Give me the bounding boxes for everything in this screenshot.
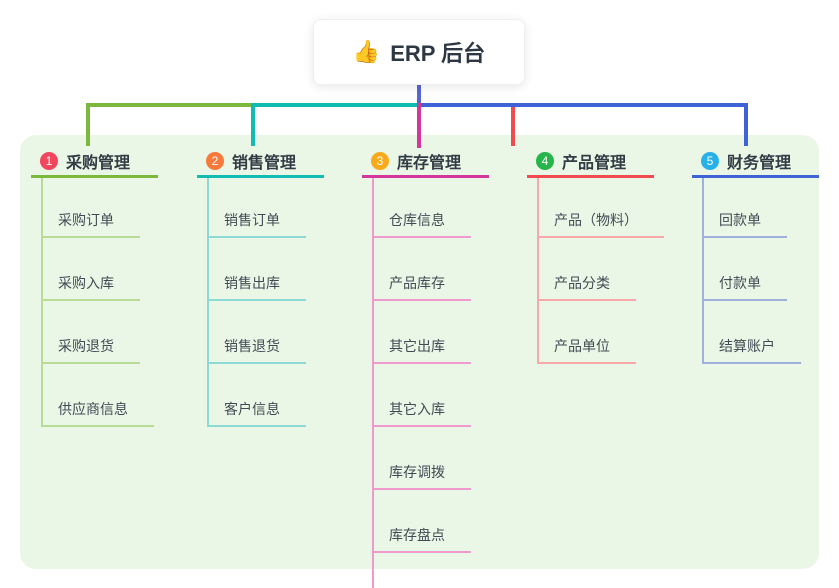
tree-item[interactable]: 出库库明细: [372, 553, 485, 588]
tree-item[interactable]: 其它出库: [372, 301, 471, 364]
tree-item[interactable]: 采购退货: [41, 301, 140, 364]
tree-item-label: 销售订单: [224, 212, 280, 228]
tree-item-label: 产品（物料）: [554, 212, 638, 228]
tree-item[interactable]: 回款单: [702, 178, 787, 238]
tree-item[interactable]: 采购订单: [41, 178, 140, 238]
tree-item[interactable]: 产品单位: [537, 301, 636, 364]
tree-item-label: 采购入库: [58, 275, 114, 291]
branch-title[interactable]: 2 销售管理: [197, 146, 324, 178]
tree-item[interactable]: 销售出库: [207, 238, 306, 301]
branch-title[interactable]: 4 产品管理: [527, 146, 654, 178]
tree-item-label: 供应商信息: [58, 401, 128, 417]
tree-item-label: 采购订单: [58, 212, 114, 228]
branch-items: 采购订单采购入库采购退货供应商信息: [31, 178, 181, 427]
tree-item-label: 其它出库: [389, 338, 445, 354]
branch-5: 5 财务管理 回款单付款单结算账户: [692, 146, 839, 364]
branch-number-badge: 2: [206, 151, 224, 170]
tree-item-label: 其它入库: [389, 401, 445, 417]
tree-item[interactable]: 结算账户: [702, 301, 801, 364]
branch-number-badge: 5: [701, 151, 719, 170]
tree-item[interactable]: 销售订单: [207, 178, 306, 238]
tree-item[interactable]: 库存盘点: [372, 490, 471, 553]
tree-item[interactable]: 客户信息: [207, 364, 306, 427]
tree-item-label: 回款单: [719, 212, 761, 228]
tree-item[interactable]: 其它入库: [372, 364, 471, 427]
branch-2: 2 销售管理 销售订单销售出库销售退货客户信息: [197, 146, 347, 427]
tree-item-label: 产品库存: [389, 275, 445, 291]
branch-number-badge: 4: [536, 151, 554, 170]
tree-item[interactable]: 产品库存: [372, 238, 471, 301]
tree-item[interactable]: 产品（物料）: [537, 178, 664, 238]
branch-4: 4 产品管理 产品（物料） 产品分类产品单位: [527, 146, 677, 364]
branch-title[interactable]: 3 库存管理: [362, 146, 489, 178]
tree-item-label: 库存盘点: [389, 527, 445, 543]
tree-item-label: 销售退货: [224, 338, 280, 354]
tree-item-label: 产品单位: [554, 338, 610, 354]
tree-item[interactable]: 采购入库: [41, 238, 140, 301]
tree-item[interactable]: 付款单: [702, 238, 787, 301]
branch-title-label: 财务管理: [727, 154, 792, 172]
tree-item-label: 客户信息: [224, 401, 280, 417]
branch-number-badge: 1: [40, 151, 58, 170]
tree-item-label: 采购退货: [58, 338, 114, 354]
tree-item[interactable]: 库存调拨: [372, 427, 471, 490]
tree-item-label: 库存调拨: [389, 464, 445, 480]
branch-items: 回款单付款单结算账户: [692, 178, 839, 364]
branch-items: 销售订单销售出库销售退货客户信息: [197, 178, 347, 427]
branch-items: 仓库信息产品库存其它出库其它入库库存调拨库存盘点出库库明细: [362, 178, 512, 588]
tree-item-label: 产品分类: [554, 275, 610, 291]
root-node[interactable]: 👍 ERP 后台: [313, 19, 525, 85]
tree-item[interactable]: 销售退货: [207, 301, 306, 364]
branch-title-label: 库存管理: [397, 154, 462, 172]
branch-title[interactable]: 1 采购管理: [31, 146, 158, 178]
branch-title-label: 采购管理: [66, 154, 131, 172]
tree-item[interactable]: 仓库信息: [372, 178, 471, 238]
branch-items: 产品（物料） 产品分类产品单位: [527, 178, 677, 364]
branch-title[interactable]: 5 财务管理: [692, 146, 819, 178]
tree-item[interactable]: 产品分类: [537, 238, 636, 301]
branch-3: 3 库存管理 仓库信息产品库存其它出库其它入库库存调拨库存盘点出库库明细: [362, 146, 512, 588]
tree-item-label: 仓库信息: [389, 212, 445, 228]
branch-title-label: 产品管理: [562, 154, 627, 172]
branch-number-badge: 3: [371, 151, 389, 170]
branch-title-label: 销售管理: [232, 154, 297, 172]
root-node-label: ERP 后台: [390, 41, 486, 66]
branch-1: 1 采购管理 采购订单采购入库采购退货供应商信息: [31, 146, 181, 427]
thumbs-up-icon: 👍: [352, 39, 381, 64]
tree-item-label: 结算账户: [719, 338, 775, 354]
branches-panel: [20, 135, 819, 569]
tree-item[interactable]: 供应商信息: [41, 364, 154, 427]
tree-item-label: 销售出库: [224, 275, 280, 291]
tree-item-label: 付款单: [719, 275, 761, 291]
